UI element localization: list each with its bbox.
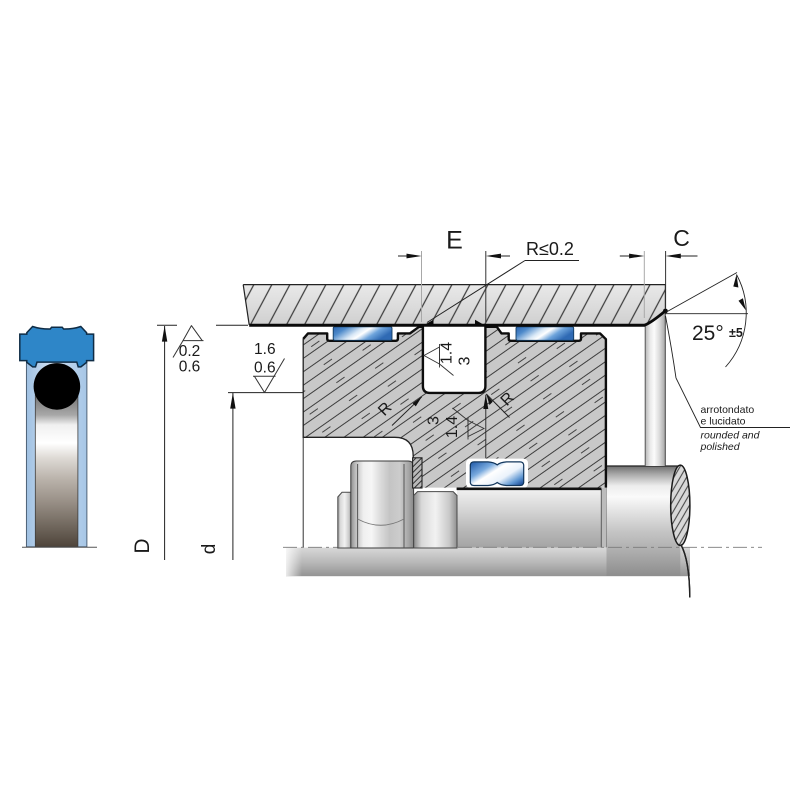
svg-text:3: 3 [426, 416, 443, 425]
svg-text:1.4: 1.4 [439, 342, 456, 364]
svg-text:1.4: 1.4 [444, 416, 461, 438]
svg-text:0.6: 0.6 [254, 359, 276, 376]
svg-text:D: D [131, 538, 154, 553]
svg-text:rounded and: rounded and [701, 430, 761, 442]
svg-text:d: d [199, 544, 220, 555]
svg-text:0.2: 0.2 [179, 343, 201, 360]
svg-text:3: 3 [457, 356, 474, 365]
svg-text:1.6: 1.6 [254, 341, 276, 358]
svg-text:0.6: 0.6 [179, 358, 201, 375]
svg-text:e lucidato: e lucidato [701, 416, 746, 428]
svg-text:25°: 25° [692, 322, 724, 345]
svg-text:R≤0.2: R≤0.2 [526, 239, 574, 259]
svg-text:polished: polished [700, 441, 741, 453]
svg-text:±5: ±5 [729, 326, 743, 340]
svg-text:E: E [446, 227, 463, 255]
svg-text:arrotondato: arrotondato [701, 404, 755, 416]
svg-text:C: C [673, 225, 690, 251]
